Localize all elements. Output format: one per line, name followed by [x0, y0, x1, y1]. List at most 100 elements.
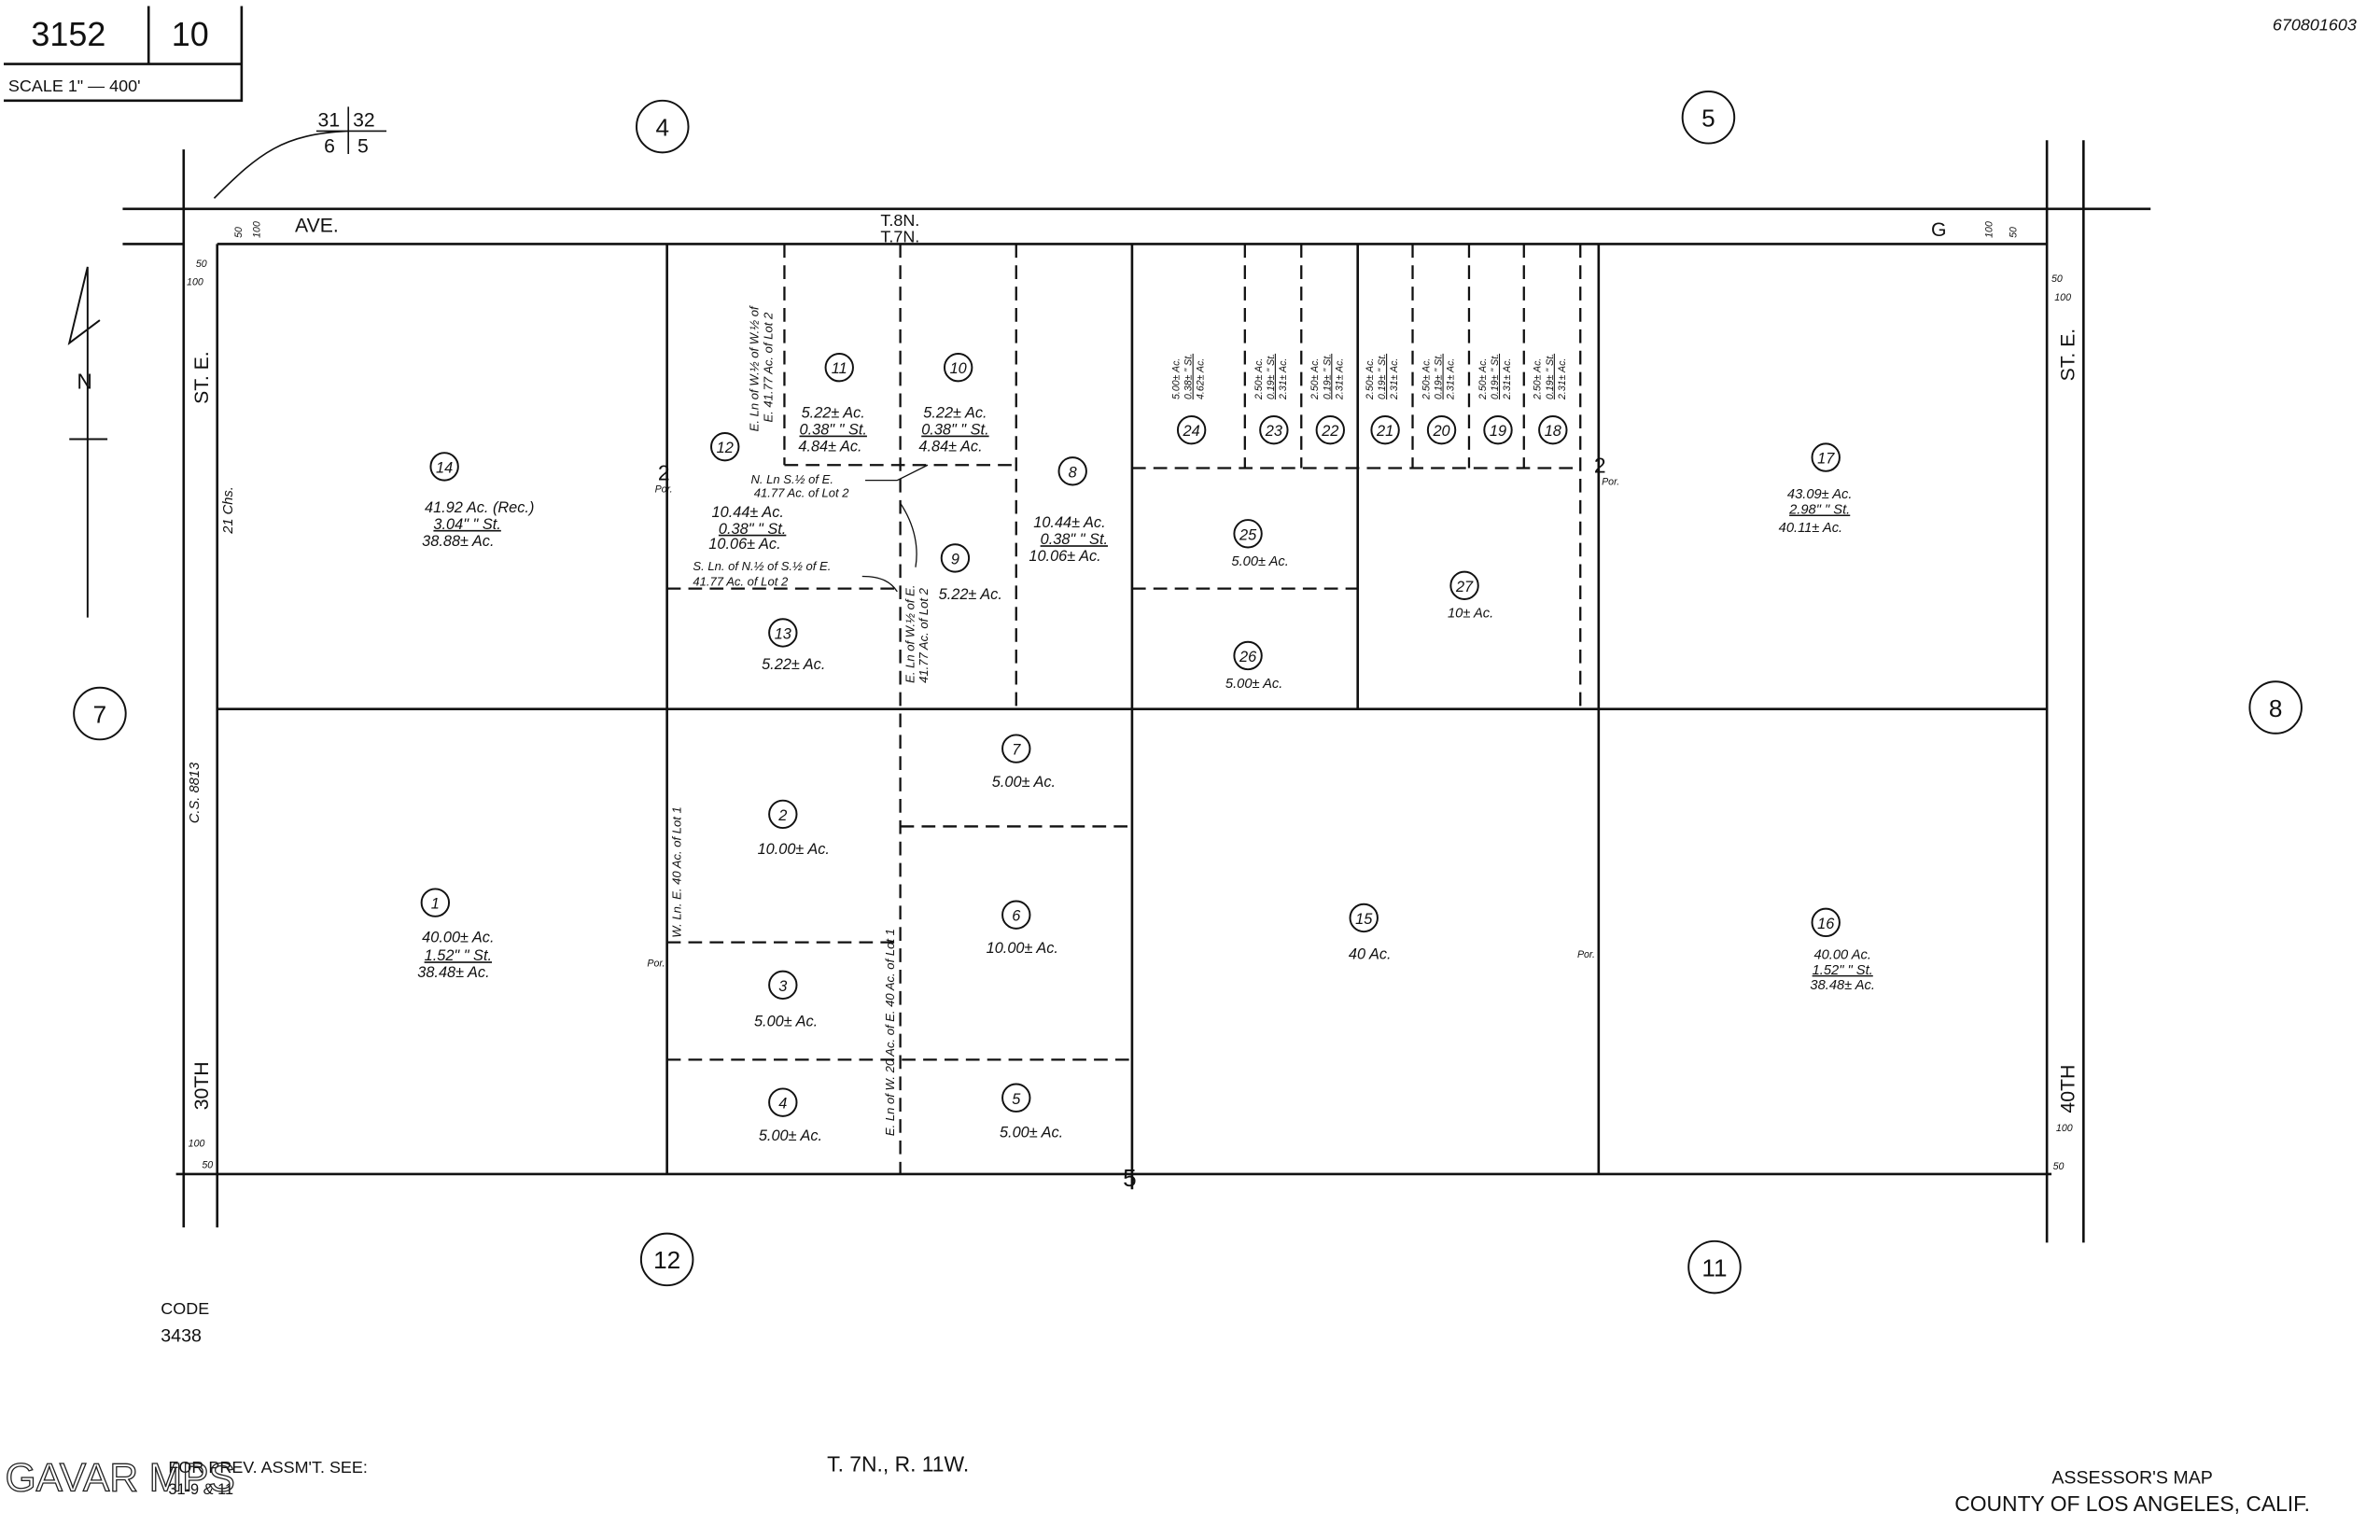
note-text: E. Ln of W.½ of W.½ of: [748, 305, 762, 431]
parcel-20[interactable]: 20 2.50± Ac.0.19± " St.2.31± Ac.: [1421, 354, 1457, 445]
parcel-number: 1: [431, 896, 440, 913]
por-number: 2: [1594, 453, 1606, 477]
map-title: ASSESSOR'S MAP: [2051, 1468, 2213, 1489]
parcel-14[interactable]: 14 41.92 Ac. (Rec.)3.04" " St.38.88± Ac.: [422, 452, 534, 550]
parcel-16[interactable]: 16 40.00 Ac.1.52" " St.38.48± Ac.: [1810, 907, 1875, 994]
dim-chains: 21 Chs.: [221, 486, 236, 535]
parcel-7[interactable]: 75.00± Ac.: [992, 734, 1056, 791]
parcel-number: 13: [775, 626, 791, 643]
parcel-net-area: 2.31± Ac.: [1278, 358, 1289, 400]
parcel-net-area: 10.06± Ac.: [1029, 548, 1100, 565]
lot-lines: [666, 244, 1582, 1174]
dim-50: 50: [202, 1159, 213, 1170]
parcel-number: 24: [1183, 423, 1200, 440]
parcel-street-area: 0.19± " St.: [1545, 354, 1556, 399]
parcel-area: 2.50± Ac.: [1477, 358, 1489, 400]
street-label-30th: 30TH: [191, 1061, 213, 1110]
map-ref[interactable]: 11: [1701, 1253, 1727, 1281]
parcel-22[interactable]: 22 2.50± Ac.0.19± " St.2.31± Ac.: [1309, 354, 1345, 445]
section-corner: 31 32 6 5: [213, 106, 387, 199]
parcel-area: 2.50± Ac.: [1421, 358, 1432, 400]
section-number: 5: [1123, 1164, 1137, 1192]
parcel-23[interactable]: 23 2.50± Ac.0.19± " St.2.31± Ac.: [1253, 354, 1289, 445]
parcel-street-area: 0.19± " St.: [1322, 354, 1333, 399]
dim-100: 100: [2054, 292, 2071, 303]
county-title: COUNTY OF LOS ANGELES, CALIF.: [1954, 1491, 2310, 1516]
parcel-net-area: 2.31± Ac.: [1446, 358, 1457, 400]
parcel-net-area: 38.88± Ac.: [422, 533, 494, 550]
parcel-5[interactable]: 55.00± Ac.: [1000, 1083, 1063, 1141]
parcel-number: 16: [1817, 916, 1835, 932]
parcel-net-area: 38.48± Ac.: [417, 964, 489, 981]
map-ref[interactable]: 12: [653, 1246, 680, 1274]
parcel-number: 8: [1069, 464, 1077, 481]
dim-50: 50: [233, 227, 245, 238]
parcel-6[interactable]: 610.00± Ac.: [987, 900, 1058, 957]
note-text: E. 41.77 Ac. of Lot 2: [761, 312, 775, 422]
parcel-9[interactable]: 95.22± Ac.: [939, 543, 1002, 603]
parcel-net-area: 2.31± Ac.: [1502, 358, 1513, 400]
parcel-number: 4: [778, 1096, 787, 1113]
parcel-street-area: 1.52" " St.: [1813, 963, 1873, 978]
parcel-2[interactable]: 210.00± Ac.: [758, 799, 830, 858]
township-north: T.8N.: [880, 211, 919, 230]
map-ref[interactable]: 5: [1701, 105, 1715, 133]
parcel-area: 10± Ac.: [1448, 607, 1493, 622]
map-ref[interactable]: 8: [2269, 694, 2283, 722]
parcel-number: 18: [1545, 423, 1561, 440]
por-label: Por.: [1577, 949, 1595, 960]
parcel-1[interactable]: 1 40.00± Ac.1.52" " St.38.48± Ac.: [417, 888, 495, 981]
parcel-8[interactable]: 8 10.44± Ac.0.38" " St.10.06± Ac.: [1029, 456, 1108, 565]
parcel-area: 10.44± Ac.: [1033, 514, 1105, 531]
parcel-10[interactable]: 10 5.22± Ac.0.38" " St.4.84± Ac.: [918, 353, 989, 455]
note-text: E. Ln of W. 20 Ac. of E. 40 Ac. of Lot 1: [883, 929, 897, 1136]
map-id-number: 670801603: [2273, 16, 2357, 35]
parcel-19[interactable]: 19 2.50± Ac.0.19± " St.2.31± Ac.: [1477, 354, 1513, 445]
corner-ne: 32: [353, 110, 375, 132]
parcel-area: 10.44± Ac.: [712, 504, 784, 521]
parcel-street-area: 0.38" " St.: [1041, 531, 1108, 548]
parcel-18[interactable]: 18 2.50± Ac.0.19± " St.2.31± Ac.: [1533, 354, 1568, 445]
parcel-street-area: 0.38± " St.: [1183, 354, 1195, 399]
parcel-street-area: 0.38" " St.: [800, 422, 867, 439]
note-text: W. Ln. E. 40 Ac. of Lot 1: [669, 806, 683, 937]
dim-100: 100: [251, 221, 262, 238]
parcel-area: 40.00 Ac.: [1813, 948, 1871, 963]
parcel-net-area: 4.62± Ac.: [1196, 358, 1207, 399]
parcel-area: 2.50± Ac.: [1533, 358, 1544, 400]
township-south: T.7N.: [880, 228, 919, 246]
parcel-street-area: 2.98" " St.: [1788, 503, 1850, 518]
parcel-25[interactable]: 255.00± Ac.: [1231, 519, 1289, 569]
parcel-area: 5.22± Ac.: [802, 405, 865, 422]
parcel-net-area: 10.06± Ac.: [708, 536, 780, 553]
street-label-g: G: [1931, 219, 1947, 241]
parcel-number: 14: [436, 459, 453, 476]
parcel-area: 40 Ac.: [1349, 946, 1392, 963]
parcel-area: 41.92 Ac. (Rec.): [425, 499, 534, 516]
map-ref[interactable]: 7: [93, 700, 107, 728]
map-ref[interactable]: 4: [655, 113, 669, 141]
parcel-number: 25: [1239, 526, 1257, 543]
corner-sw: 6: [324, 135, 335, 157]
previous-assessment-ref: 31-9 & 11: [168, 1481, 233, 1498]
por-number: 2: [658, 461, 670, 485]
dim-100: 100: [2056, 1123, 2073, 1134]
dim-50: 50: [2053, 1161, 2065, 1172]
parcel-street-area: 1.52" " St.: [425, 947, 492, 964]
parcel-21[interactable]: 21 2.50± Ac.0.19± " St.2.31± Ac.: [1365, 354, 1400, 445]
parcel-4[interactable]: 45.00± Ac.: [759, 1087, 822, 1144]
parcel-11[interactable]: 11 5.22± Ac.0.38" " St.4.84± Ac.: [798, 353, 867, 455]
parcel-12[interactable]: 12 10.44± Ac.0.38" " St.10.06± Ac.: [708, 431, 786, 553]
parcel-17[interactable]: 17 43.09± Ac.2.98" " St.40.11± Ac.: [1779, 442, 1853, 536]
note-text: E. Ln of W.½ of E.: [903, 584, 917, 682]
note-text: N. Ln S.½ of E.: [751, 472, 833, 486]
parcel-13[interactable]: 135.22± Ac.: [762, 618, 825, 673]
parcel-street-area: 0.38" " St.: [719, 521, 786, 538]
parcel-net-area: 4.84± Ac.: [918, 439, 982, 455]
parcel-3[interactable]: 35.00± Ac.: [754, 970, 818, 1030]
parcel-26[interactable]: 265.00± Ac.: [1225, 640, 1282, 692]
parcel-24[interactable]: 24 5.00± Ac.0.38± " St.4.62± Ac.: [1171, 354, 1207, 445]
parcel-street-area: 0.19± " St.: [1266, 354, 1277, 399]
